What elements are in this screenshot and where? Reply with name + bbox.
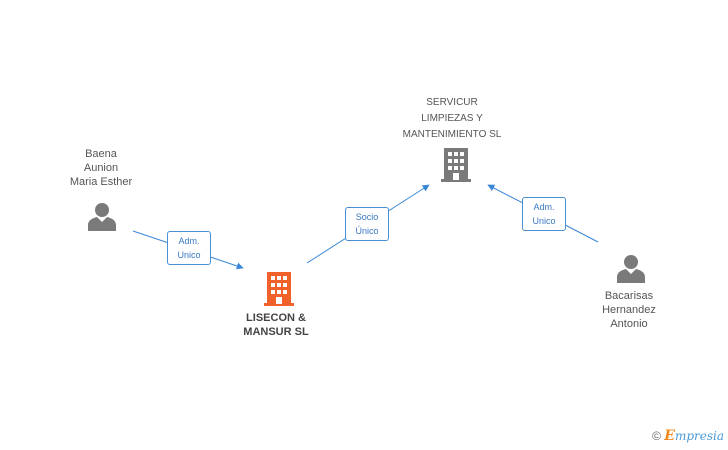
edge-label-baena-lisecon-line-1: Adm. — [178, 236, 200, 246]
servicur-name-line-1: SERVICUR — [426, 97, 478, 108]
lisecon-name-line-2: MANSUR SL — [243, 326, 309, 338]
footer-brand: © Empresia — [652, 428, 724, 444]
servicur-name-line-2: LIMPIEZAS Y — [421, 113, 483, 124]
baena-name: Baena Aunion Maria Esther — [51, 147, 151, 189]
building-icon — [264, 272, 294, 306]
baena-name-line-3: Maria Esther — [69, 176, 133, 188]
edge-label-baena-lisecon-line-2: Unico — [177, 250, 201, 260]
lisecon-name-line-1: LISECON & — [246, 312, 306, 324]
edge-label-bacarisas-servicur[interactable]: Adm. Unico — [522, 197, 566, 231]
building-icon — [441, 148, 471, 182]
brand-logo-text: mpresia — [674, 429, 724, 443]
bacarisas-name-line-2: Hernandez — [602, 304, 656, 316]
person-icon — [617, 255, 645, 283]
person-icon — [88, 203, 116, 231]
edge-label-lisecon-servicur-line-1: Socio — [355, 212, 379, 222]
edge-label-bacarisas-servicur-line-1: Adm. — [533, 202, 555, 212]
bacarisas-name: Bacarisas Hernandez Antonio — [579, 289, 679, 331]
lisecon-name: LISECON & MANSUR SL — [226, 311, 326, 339]
brand-logo-initial: E — [664, 428, 675, 444]
edge-label-lisecon-servicur[interactable]: Socio Único — [345, 207, 389, 241]
edge-label-bacarisas-servicur-line-2: Unico — [532, 216, 556, 226]
edge-label-lisecon-servicur-line-2: Único — [355, 226, 379, 236]
servicur-name: SERVICUR LIMPIEZAS Y MANTENIMIENTO SL — [386, 95, 518, 143]
bacarisas-name-line-1: Bacarisas — [604, 290, 654, 302]
copyright-symbol: © — [652, 429, 661, 443]
bacarisas-name-line-3: Antonio — [610, 318, 648, 330]
edge-label-baena-lisecon[interactable]: Adm. Unico — [167, 231, 211, 265]
baena-name-line-2: Aunion — [83, 162, 119, 174]
servicur-name-line-3: MANTENIMIENTO SL — [402, 129, 502, 140]
baena-name-line-1: Baena — [85, 148, 117, 160]
